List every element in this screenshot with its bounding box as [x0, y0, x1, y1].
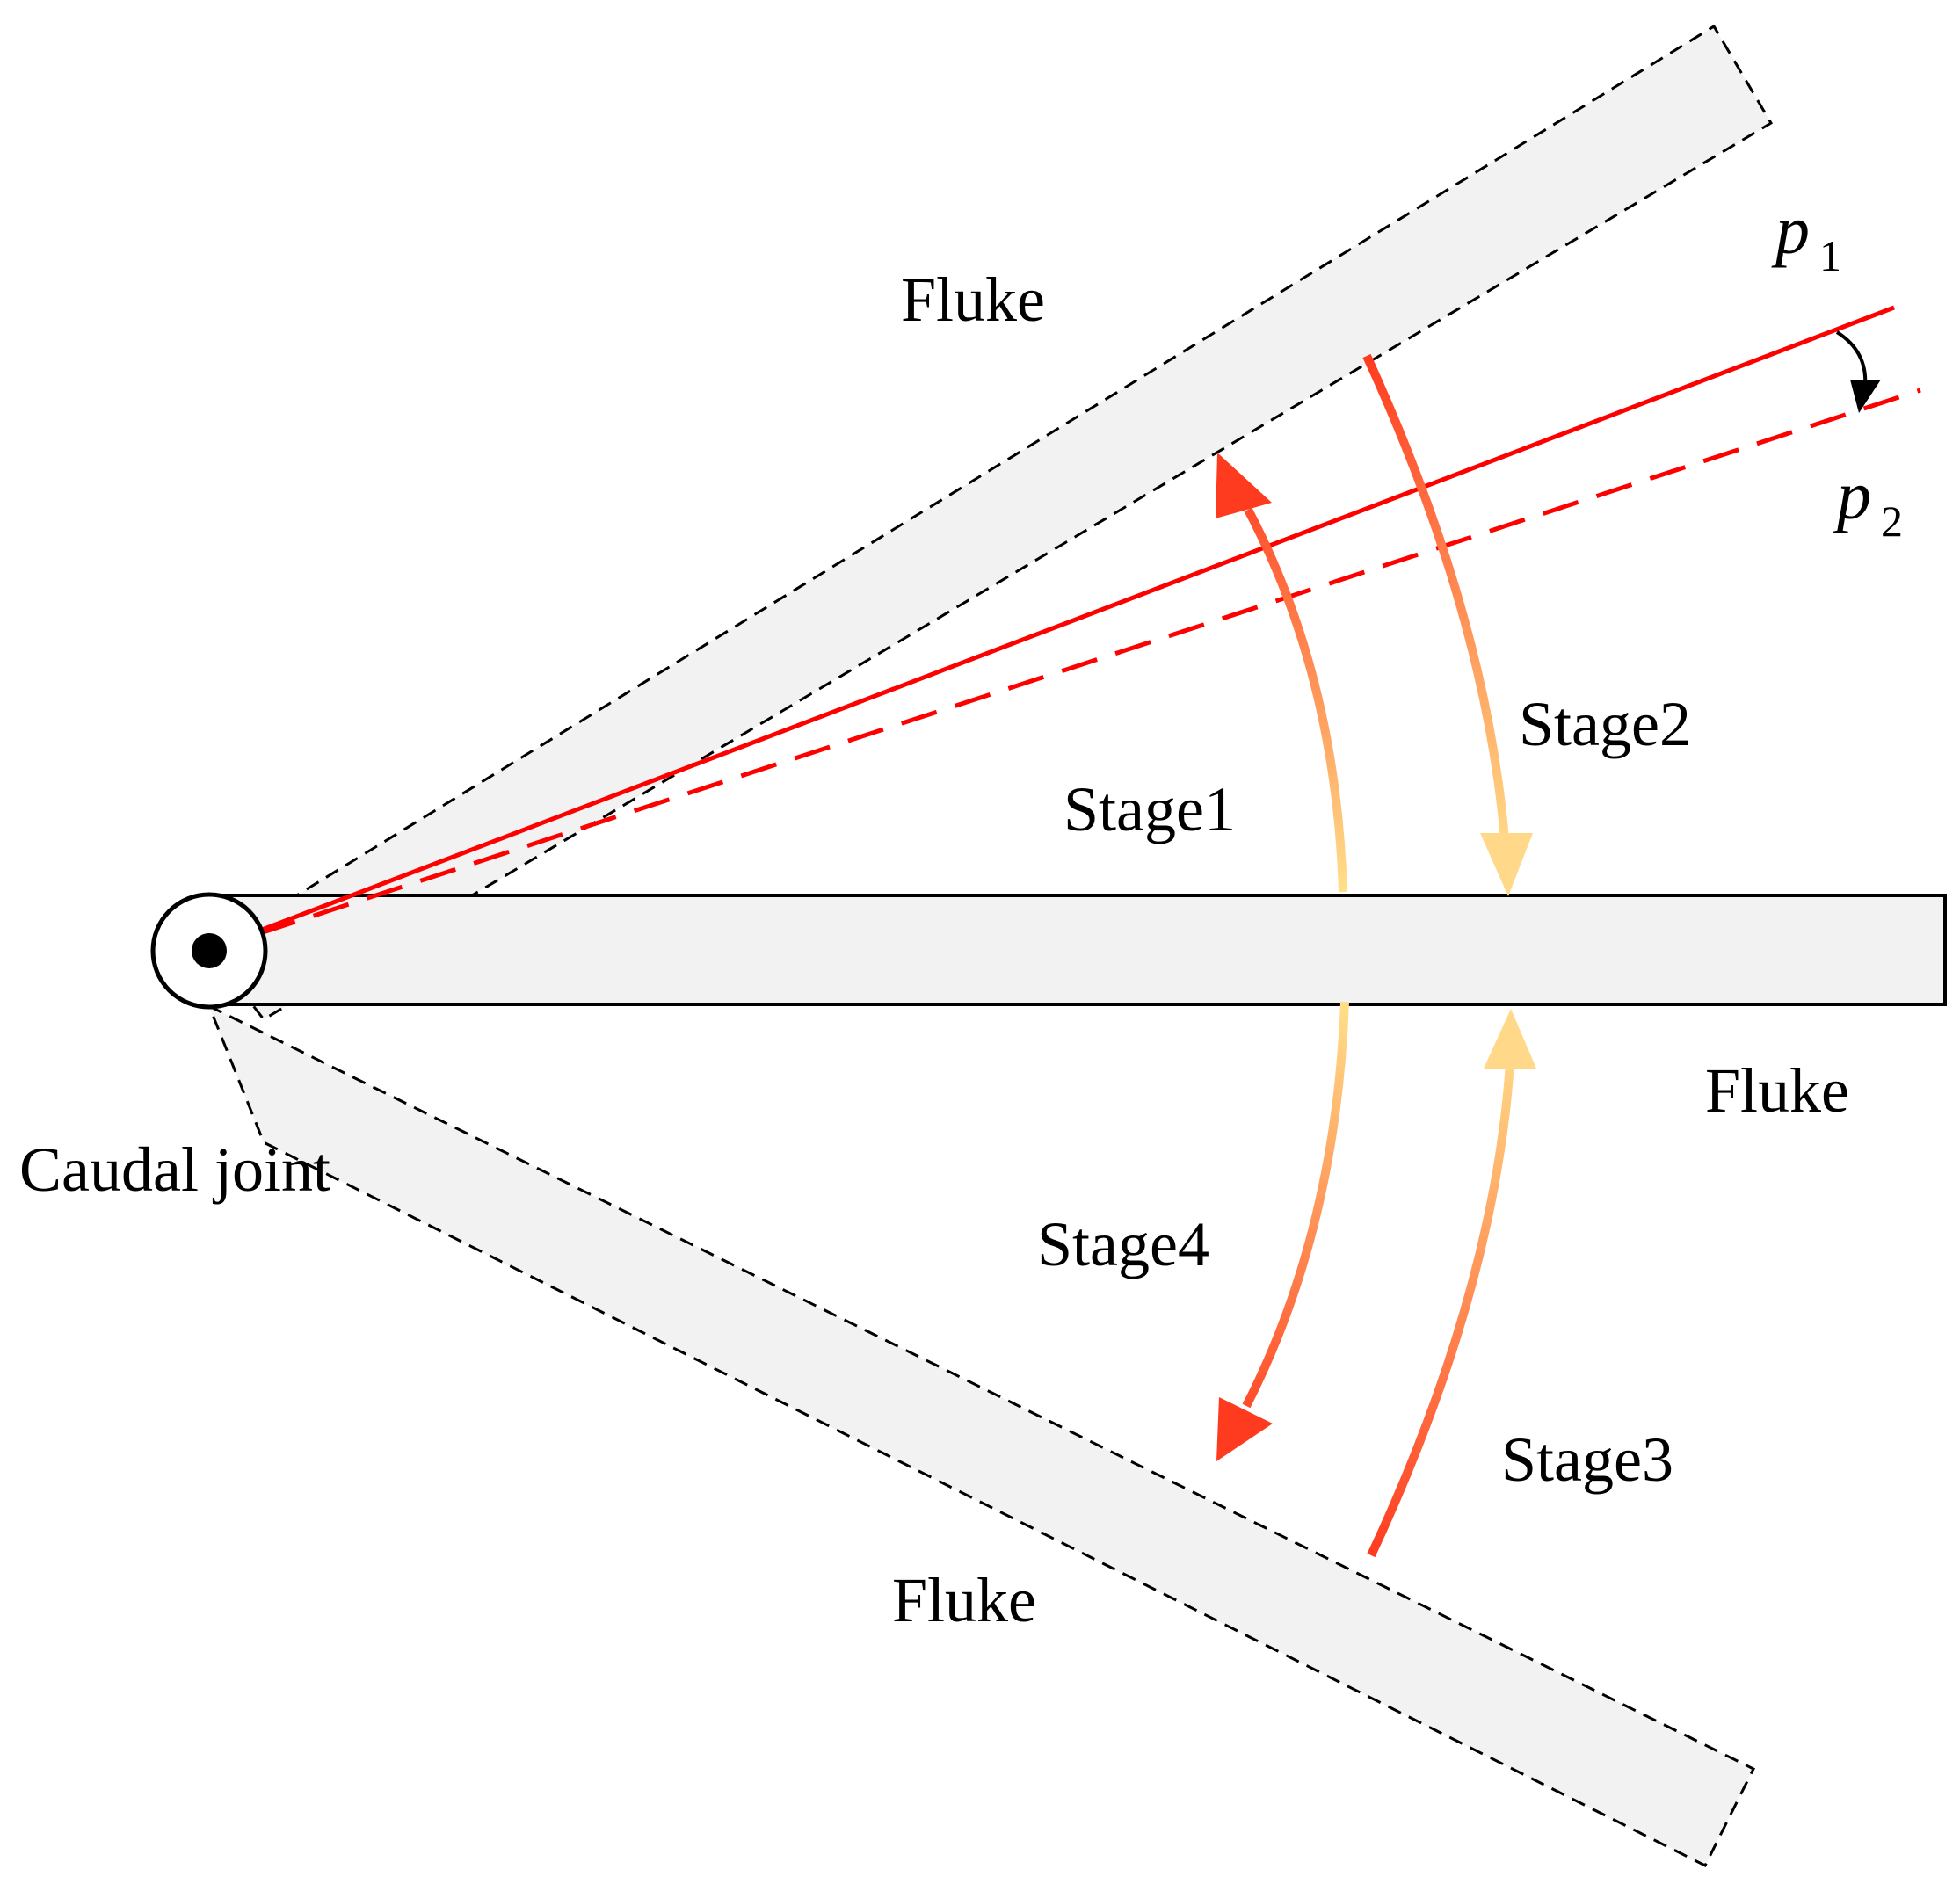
fluke-bottom-label: Fluke	[892, 1565, 1036, 1635]
stage4-arrowhead	[1216, 1397, 1273, 1461]
stage2-arrowhead	[1480, 833, 1533, 896]
stage3-arrowhead	[1484, 1009, 1536, 1069]
stage1-arrow	[1244, 507, 1347, 893]
stage3-label: Stage3	[1501, 1424, 1673, 1495]
stage4-label: Stage4	[1037, 1209, 1209, 1279]
p1-line	[206, 305, 1895, 953]
rotation-arc	[1835, 330, 1868, 388]
p2-subscript: 2	[1881, 496, 1903, 546]
rotation-arrowhead	[1850, 380, 1881, 413]
upper-fluke	[207, 24, 1774, 1021]
p1-subscript: 1	[1819, 231, 1841, 280]
p1-label: p	[1771, 192, 1810, 268]
stage4-arrow	[1242, 1001, 1349, 1409]
stage2-arrow	[1362, 353, 1509, 840]
p2-line	[206, 388, 1921, 953]
stage1-arrowhead	[1216, 453, 1272, 518]
horizontal-fluke	[207, 894, 1947, 1006]
fluke-right-label: Fluke	[1705, 1055, 1849, 1126]
fluke-top-label: Fluke	[901, 264, 1045, 335]
caudal-joint-label: Caudal joint	[19, 1134, 330, 1205]
caudal-joint-inner	[192, 933, 227, 968]
p2-label: p	[1833, 457, 1871, 533]
lower-fluke	[207, 1003, 1756, 1868]
stage1-label: Stage1	[1063, 774, 1236, 844]
stage2-label: Stage2	[1519, 689, 1691, 759]
stage3-arrow	[1367, 1062, 1514, 1558]
